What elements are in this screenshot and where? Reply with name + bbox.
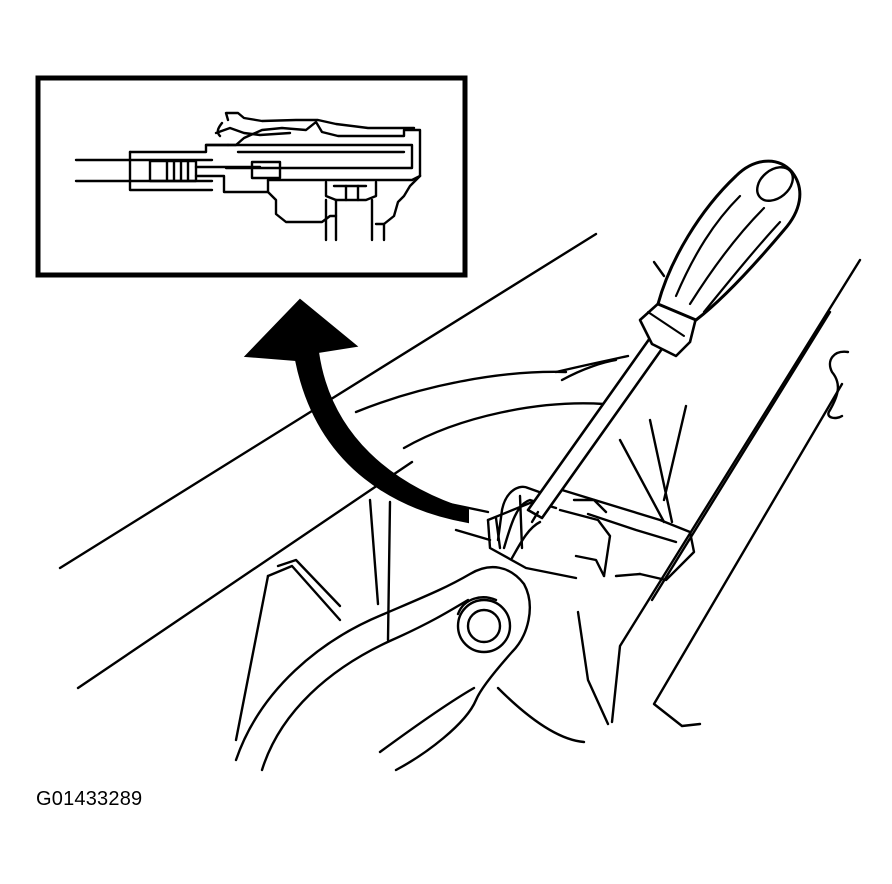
screwdriver [526, 159, 802, 524]
inset-detail-view [35, 75, 468, 278]
curved-arrow [243, 298, 469, 524]
engine-assembly [58, 232, 862, 772]
figure-id-label: G01433289 [36, 788, 143, 810]
inset-connector-cross-section [74, 111, 422, 242]
